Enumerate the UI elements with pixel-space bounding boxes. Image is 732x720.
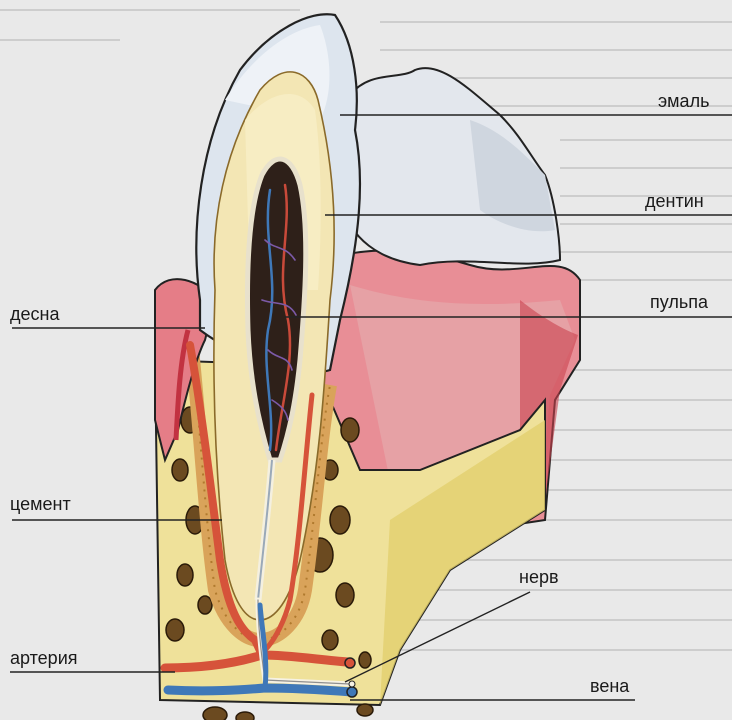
label-gum: десна — [10, 304, 59, 324]
adjacent-teeth — [340, 68, 560, 265]
label-artery: артерия — [10, 648, 78, 668]
label-enamel: эмаль — [658, 91, 709, 111]
label-cement: цемент — [10, 494, 71, 514]
vein-vessel — [168, 688, 352, 692]
label-pulp: пульпа — [650, 292, 708, 312]
label-vein: вена — [590, 676, 629, 696]
label-nerve: нерв — [519, 567, 559, 587]
label-dentin: дентин — [645, 191, 704, 211]
